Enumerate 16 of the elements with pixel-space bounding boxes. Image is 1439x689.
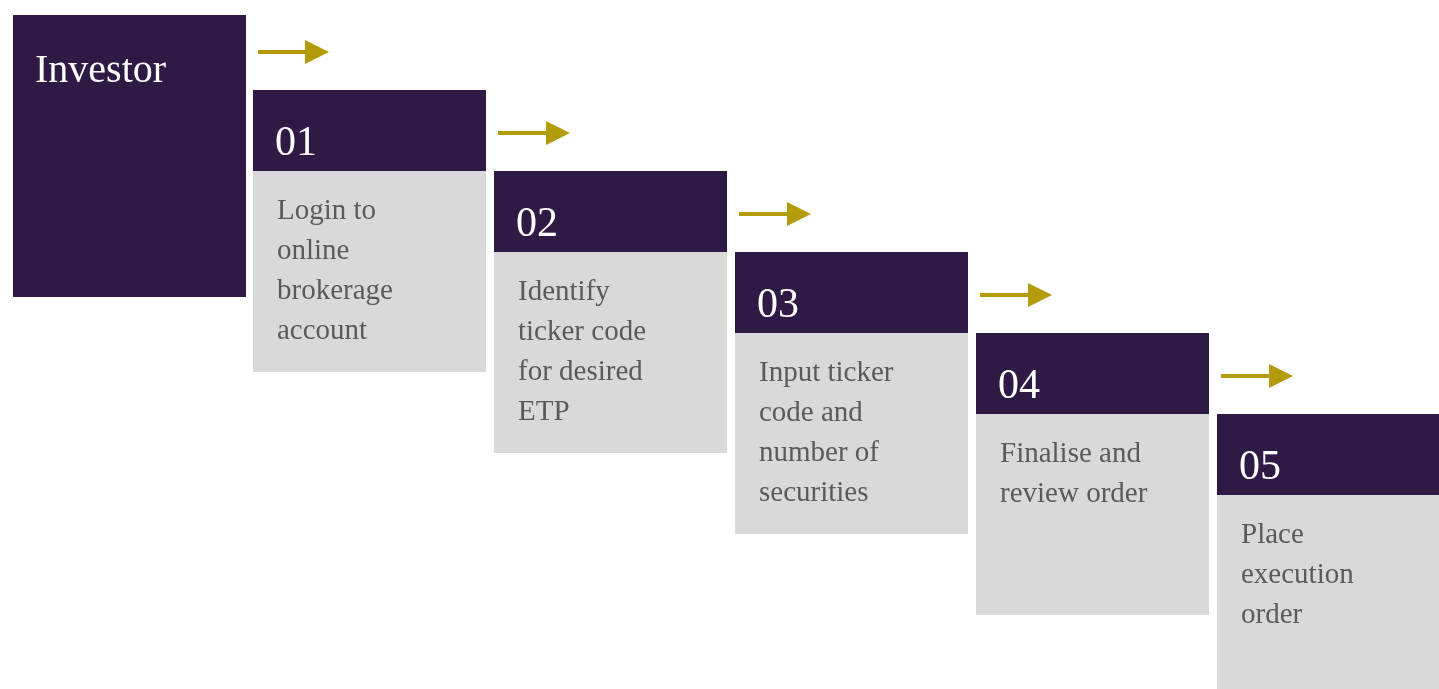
arrow	[739, 202, 811, 226]
arrow	[1221, 364, 1293, 388]
step-description: Login to online brokerage account	[253, 171, 486, 372]
arrow	[498, 121, 570, 145]
actor-box: Investor	[13, 15, 246, 297]
step-number: 01	[253, 90, 486, 171]
step-description: Identify ticker code for desired ETP	[494, 252, 727, 453]
step-number: 03	[735, 252, 968, 333]
step-description: Input ticker code and number of securities	[735, 333, 968, 534]
step-description: Place execution order	[1217, 495, 1439, 689]
arrow	[258, 40, 329, 64]
step-number: 04	[976, 333, 1209, 414]
step-description: Finalise and review order	[976, 414, 1209, 615]
step-number: 05	[1217, 414, 1439, 495]
step-number: 02	[494, 171, 727, 252]
arrow	[980, 283, 1052, 307]
